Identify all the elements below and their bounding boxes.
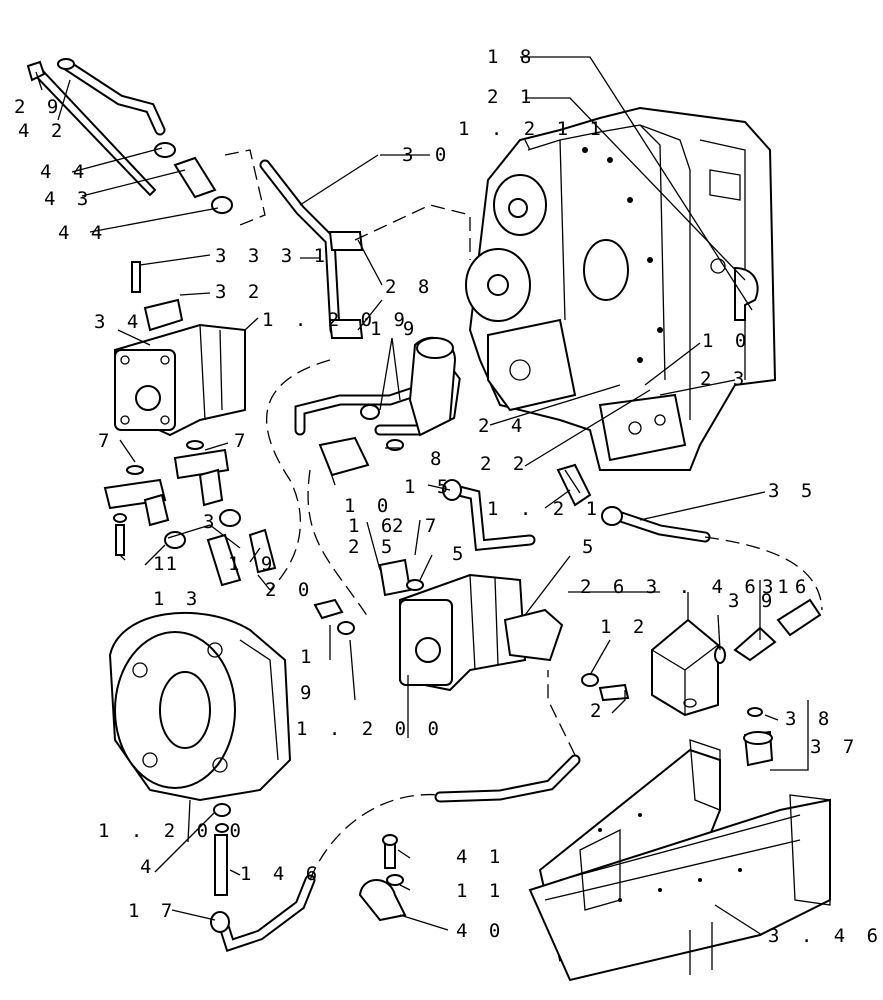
callout-15: 1 5	[404, 476, 454, 498]
callout-39: 3 9	[728, 590, 778, 612]
callout-34: 3 4	[94, 311, 144, 333]
callout-1-200: 1 . 2 0 0	[296, 718, 444, 740]
callout-10: 1 0	[344, 495, 394, 517]
callout-32: 3 2	[215, 281, 265, 303]
small-hardware	[313, 598, 630, 922]
callout-1-200: 1 . 2 0 0	[98, 820, 246, 842]
callout-3: 3	[203, 511, 220, 533]
callout-1-211: 1 . 2 1 1	[458, 118, 606, 140]
callout-3331: 3 3 3 1	[215, 245, 331, 267]
callout-42: 4 2	[18, 120, 68, 142]
callout-30: 3 0	[402, 144, 452, 166]
callout-24: 2 4	[478, 415, 528, 437]
callout-1-209: 1 . 2 0 9	[262, 309, 410, 331]
hose-17	[210, 670, 581, 952]
callout-21: 2 1	[487, 86, 537, 108]
dipstick-assembly	[26, 58, 266, 226]
hose-35	[442, 463, 823, 611]
callout-8: 8	[430, 448, 447, 470]
callout-5: 5	[582, 536, 599, 558]
callout-5: 5	[452, 543, 469, 565]
callout-12: 1 2	[600, 616, 650, 638]
callout-2: 2	[590, 700, 607, 722]
callout-40: 4 0	[456, 920, 506, 942]
callout-43: 4 3	[44, 188, 94, 210]
callout-7: 7	[98, 430, 115, 452]
callout-19: 1 9	[228, 553, 278, 575]
fittings-left	[103, 440, 277, 587]
callout-13: 1 3	[153, 588, 203, 610]
callout-19: 1 9	[370, 318, 420, 340]
valve-block	[651, 598, 822, 767]
callout-9: 9	[300, 682, 317, 704]
callout-4: 4	[140, 856, 157, 878]
callout-27: 2 7	[392, 515, 442, 537]
callout-23: 2 3	[700, 368, 750, 390]
breather-tube	[259, 159, 471, 339]
callout-22: 2 2	[480, 453, 530, 475]
callout-263-461: 2 6 3 . 4 6 1	[580, 576, 794, 598]
callout-41: 4 1	[456, 846, 506, 868]
callout-37: 3 7	[810, 736, 860, 758]
callout-7: 7	[234, 430, 251, 452]
callout-44: 4 4	[58, 222, 108, 244]
callout-17: 1 7	[128, 900, 178, 922]
pump-lower	[378, 558, 564, 692]
callout-3-46: 3 . 4 6	[768, 925, 883, 947]
callout-1: 1	[300, 646, 317, 668]
callout-38: 3 8	[785, 708, 835, 730]
callout-44: 4 4	[40, 161, 90, 183]
callout-29: 2 9	[14, 96, 64, 118]
callout-18: 1 8	[487, 46, 537, 68]
callout-35: 3 5	[768, 480, 818, 502]
chassis-frame	[528, 739, 831, 982]
callout-36: 3 6	[762, 576, 812, 598]
callout-11: 11	[153, 553, 178, 575]
callout-16: 1 6	[348, 515, 398, 537]
callout-11: 1 1	[456, 880, 506, 902]
callout-25: 2 5	[348, 536, 398, 558]
callout-146: 1 4 6	[240, 863, 323, 885]
transmission-housing	[465, 106, 777, 471]
callout-10: 1 0	[702, 330, 752, 352]
leader-lines	[35, 56, 809, 936]
pump-upper	[114, 261, 246, 437]
exploded-parts-diagram	[26, 56, 831, 982]
callout-1-21: 1 . 2 1	[487, 498, 603, 520]
flywheel-housing	[108, 611, 292, 802]
callout-20: 2 0	[265, 579, 315, 601]
callout-28: 2 8	[385, 276, 435, 298]
